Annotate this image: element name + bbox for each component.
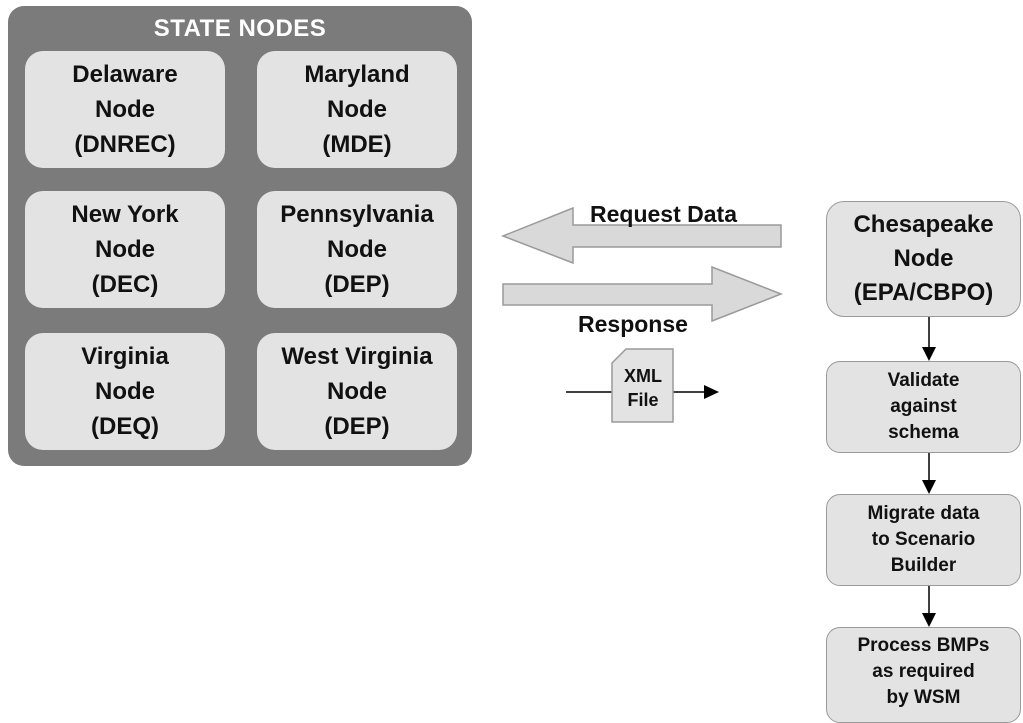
node-name: Pennsylvania xyxy=(280,201,434,228)
response-label: Response xyxy=(578,311,688,337)
node-name: Maryland xyxy=(304,61,410,88)
step-line: schema xyxy=(888,422,959,443)
chesapeake-node: Chesapeake Node (EPA/CBPO) xyxy=(826,201,1021,317)
node-agency: (MDE) xyxy=(322,131,392,158)
connector-1-arrowhead xyxy=(922,347,936,361)
connector-2-arrowhead xyxy=(922,480,936,494)
node-name: West Virginia xyxy=(281,343,433,370)
node-agency: (DEP) xyxy=(324,271,390,298)
node-type: Node xyxy=(327,96,387,123)
virginia-node: Virginia Node (DEQ) xyxy=(25,333,225,450)
request-data-label: Request Data xyxy=(590,201,737,227)
node-type: Node xyxy=(95,378,155,405)
node-type: Node xyxy=(327,378,387,405)
node-agency: (DEP) xyxy=(324,413,390,440)
xml-file-label: XML File xyxy=(614,364,672,412)
migrate-data-step: Migrate data to Scenario Builder xyxy=(826,494,1021,586)
node-name: Virginia xyxy=(81,343,169,370)
pennsylvania-node: Pennsylvania Node (DEP) xyxy=(257,191,457,308)
node-name: Delaware xyxy=(72,61,178,88)
chesapeake-node-type: Node xyxy=(893,245,954,272)
validate-schema-step: Validate against schema xyxy=(826,361,1021,453)
step-line: by WSM xyxy=(886,687,961,708)
node-type: Node xyxy=(95,96,155,123)
xml-file-label-line1: XML xyxy=(624,366,662,386)
xml-flow-arrowhead xyxy=(704,385,719,399)
west-virginia-node: West Virginia Node (DEP) xyxy=(257,333,457,450)
node-name: New York xyxy=(71,201,179,228)
step-line: as required xyxy=(872,661,975,682)
connector-3-arrowhead xyxy=(922,613,936,627)
state-nodes-title: STATE NODES xyxy=(153,15,327,42)
node-agency: (DEQ) xyxy=(91,413,159,440)
step-line: Migrate data xyxy=(867,503,980,524)
chesapeake-node-name: Chesapeake xyxy=(853,211,994,238)
node-type: Node xyxy=(327,236,387,263)
state-nodes-panel: STATE NODES Delaware Node (DNREC) Maryla… xyxy=(8,6,472,466)
maryland-node: Maryland Node (MDE) xyxy=(257,51,457,168)
new-york-node: New York Node (DEC) xyxy=(25,191,225,308)
step-line: to Scenario xyxy=(871,529,976,550)
step-line: Process BMPs xyxy=(857,635,990,656)
node-agency: (DNREC) xyxy=(74,131,176,158)
step-line: Validate xyxy=(887,370,960,391)
xml-file-label-line2: File xyxy=(627,390,659,410)
chesapeake-node-agency: (EPA/CBPO) xyxy=(853,279,994,306)
step-line: Builder xyxy=(890,555,957,576)
node-agency: (DEC) xyxy=(91,271,159,298)
delaware-node: Delaware Node (DNREC) xyxy=(25,51,225,168)
node-type: Node xyxy=(95,236,155,263)
step-line: against xyxy=(890,396,957,417)
process-bmps-step: Process BMPs as required by WSM xyxy=(826,627,1021,723)
